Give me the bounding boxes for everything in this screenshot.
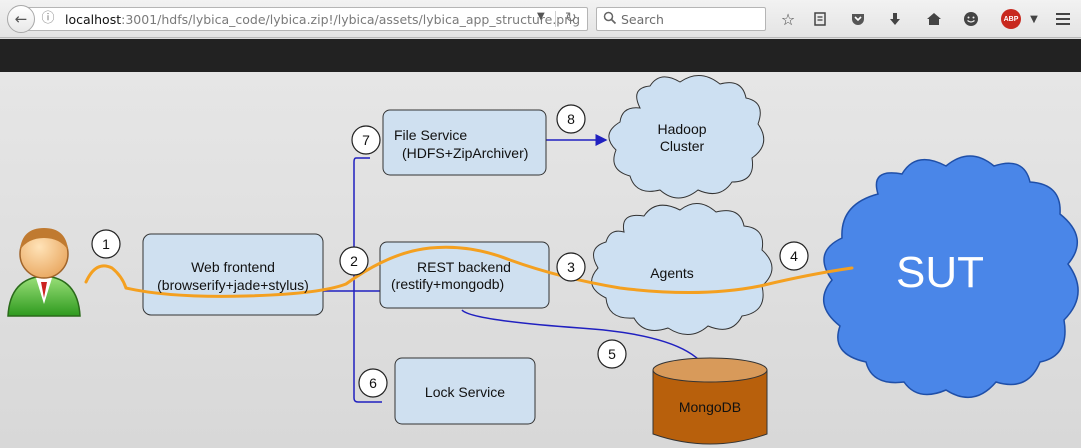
search-input[interactable] (621, 10, 761, 28)
file-service-box (382, 109, 547, 176)
step-6: 6 (369, 375, 377, 391)
step-markers: 1 2 3 4 5 6 7 8 (91, 104, 809, 398)
step-3: 3 (567, 259, 575, 275)
search-bar[interactable] (596, 7, 766, 31)
pocket-icon[interactable] (848, 9, 868, 29)
emoji-icon[interactable] (961, 9, 981, 29)
request-flow-line (84, 245, 854, 298)
diagram-canvas: 1 2 3 4 5 6 7 8 Web frontend (browserify… (7, 75, 1079, 445)
url-bar[interactable]: ⓘ localhost:3001/hdfs/lybica_code/lybica… (24, 7, 588, 31)
url-dropdown-icon[interactable]: ▼ (537, 11, 545, 22)
agents-title: Agents (650, 265, 694, 281)
url-path: :3001/hdfs/lybica_code/lybica.zip!/lybic… (121, 12, 581, 27)
rest-backend-title: REST backend (417, 259, 511, 275)
lock-service-title: Lock Service (425, 384, 505, 400)
menu-dropdown-icon[interactable]: ▼ (1030, 13, 1038, 25)
file-service-subtitle: (HDFS+ZipArchiver) (402, 145, 528, 161)
step-2: 2 (350, 253, 358, 269)
hadoop-cloud (608, 75, 765, 199)
web-frontend-title: Web frontend (191, 259, 275, 275)
reload-icon[interactable]: ↻ (565, 10, 577, 26)
adblock-icon[interactable]: ABP (1001, 9, 1021, 29)
hadoop-title: Hadoop (657, 121, 706, 137)
user-icon (7, 228, 81, 317)
lock-service-box (394, 357, 536, 425)
step-8: 8 (567, 111, 575, 127)
reading-list-icon[interactable] (810, 9, 830, 29)
home-icon[interactable] (924, 9, 944, 29)
step-7: 7 (362, 132, 370, 148)
rest-backend-subtitle: (restify+mongodb) (391, 276, 504, 292)
step-4: 4 (790, 248, 798, 264)
mongodb-cylinder (652, 357, 768, 445)
step-1: 1 (102, 236, 110, 252)
url-text[interactable]: localhost:3001/hdfs/lybica_code/lybica.z… (65, 12, 580, 27)
info-icon[interactable]: ⓘ (41, 11, 55, 26)
hamburger-menu-icon[interactable] (1053, 9, 1073, 29)
agents-cloud (591, 203, 773, 335)
sut-title: SUT (896, 248, 984, 297)
search-icon (603, 11, 617, 25)
architecture-diagram: 1 2 3 4 5 6 7 8 Web frontend (browserify… (0, 72, 1081, 448)
download-icon[interactable] (885, 9, 905, 29)
bookmark-star-icon[interactable]: ☆ (780, 9, 796, 29)
url-separator (555, 11, 556, 27)
step-5: 5 (608, 346, 616, 362)
url-host: localhost (65, 12, 122, 27)
sut-cloud (823, 155, 1079, 399)
mongodb-title: MongoDB (679, 399, 741, 415)
file-service-title: File Service (394, 127, 467, 143)
browser-toolbar: ⓘ localhost:3001/hdfs/lybica_code/lybica… (0, 0, 1081, 38)
back-arrow-icon[interactable]: ← (7, 5, 35, 33)
hadoop-subtitle: Cluster (660, 138, 705, 154)
page-header-band (0, 39, 1081, 72)
web-frontend-subtitle: (browserify+jade+stylus) (157, 277, 309, 293)
